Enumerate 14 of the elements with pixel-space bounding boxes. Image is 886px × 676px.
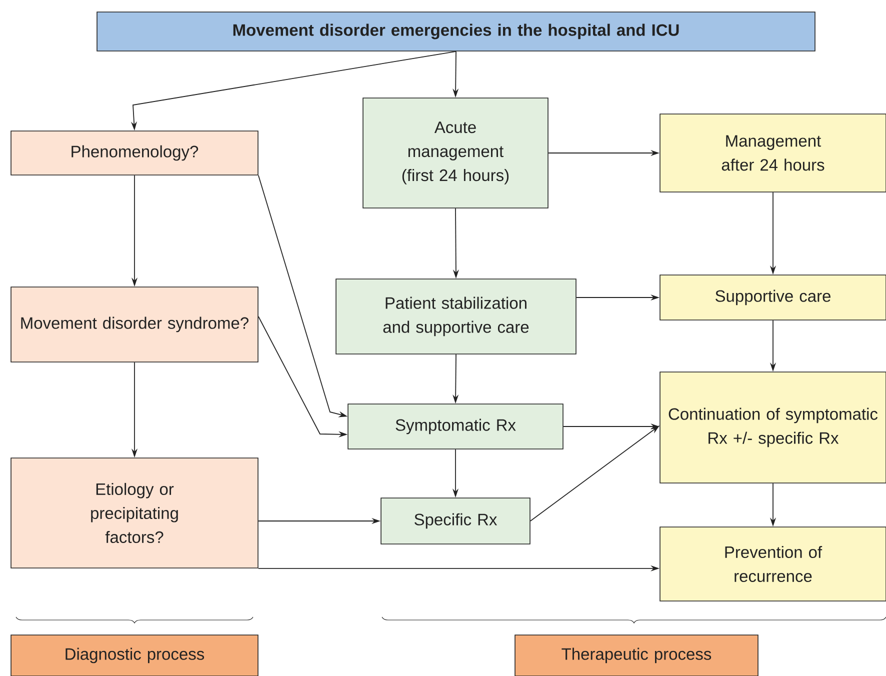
process-box: Continuation of symptomatic Rx +/- specific Rx xyxy=(660,372,886,484)
section-label-box: Therapeutic process xyxy=(514,634,758,676)
process-box: Symptomatic Rx xyxy=(348,404,564,450)
process-box: Management after 24 hours xyxy=(660,114,886,192)
process-box: Prevention of recurrence xyxy=(660,526,886,602)
process-box: Specific Rx xyxy=(380,498,530,544)
title-box: Movement disorder emergencies in the hospital and ICU xyxy=(96,12,816,52)
process-box: Acute management (first 24 hours) xyxy=(362,98,548,208)
section-label-box: Diagnostic process xyxy=(10,634,258,676)
process-box: Supportive care xyxy=(660,274,886,320)
question-box: Movement disorder syndrome? xyxy=(10,286,258,362)
question-box: Phenomenology? xyxy=(10,130,258,176)
process-box: Patient stabilization and supportive care xyxy=(336,278,576,354)
question-box: Etiology or precipitating factors? xyxy=(10,458,258,568)
